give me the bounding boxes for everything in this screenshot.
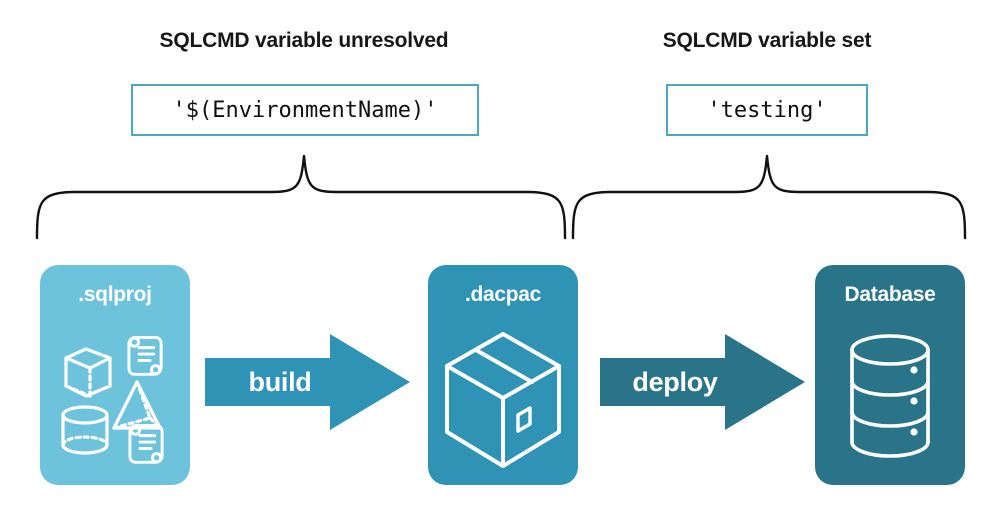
- database-status-dots: [910, 366, 918, 436]
- stage-box-dacpac[interactable]: .dacpac: [428, 265, 578, 485]
- brace-left: [35, 154, 567, 240]
- arrow-deploy[interactable]: deploy: [600, 332, 806, 432]
- stage-label-sqlproj: .sqlproj: [78, 283, 152, 306]
- stage-label-database: Database: [844, 283, 936, 306]
- brace-right: [571, 154, 967, 240]
- arrow-shape-deploy: [600, 334, 805, 430]
- arrow-build[interactable]: build: [205, 332, 411, 432]
- stage-box-sqlproj[interactable]: .sqlproj: [40, 265, 190, 485]
- heading-sqlcmd-set: SQLCMD variable set: [662, 29, 872, 52]
- package-box-icon: [445, 332, 561, 468]
- code-box-testing: 'testing': [666, 84, 868, 136]
- code-box-environment-name: '$(EnvironmentName)': [131, 84, 479, 136]
- heading-sqlcmd-unresolved: SQLCMD variable unresolved: [159, 29, 449, 52]
- database-cylinder-icon: [850, 334, 930, 458]
- project-artifacts-icon: [61, 336, 164, 464]
- stage-box-database[interactable]: Database: [815, 265, 965, 485]
- arrow-shape-build: [205, 334, 410, 430]
- stage-label-dacpac: .dacpac: [464, 283, 542, 306]
